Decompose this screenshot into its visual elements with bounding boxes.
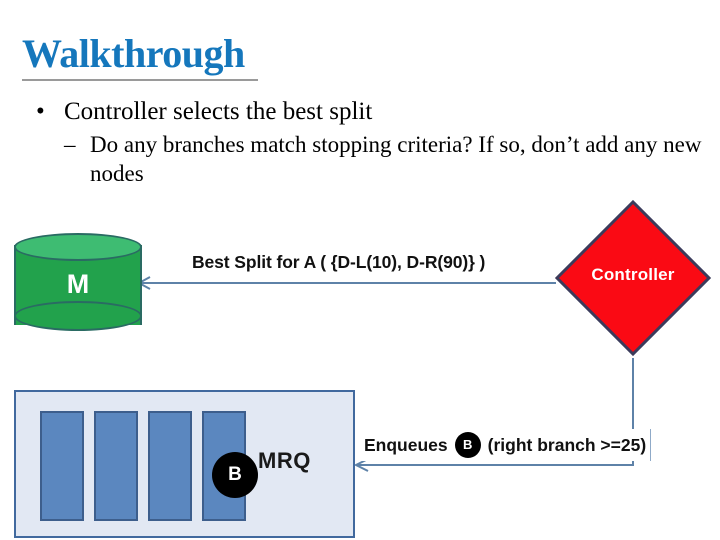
cylinder-bottom-ellipse — [14, 301, 142, 331]
edge-label-best-split: Best Split for A ( {D-L(10), D-R(90)} ) — [186, 250, 492, 275]
mrq-branch-token[interactable]: B — [212, 452, 258, 498]
bullet-marker-dot: • — [36, 98, 45, 125]
edge-controller-to-memory-arrow — [136, 276, 556, 290]
mrq-label: MRQ — [258, 448, 311, 473]
memory-cylinder[interactable]: M — [14, 233, 146, 338]
mrq-slot[interactable] — [94, 411, 138, 521]
title-underline-rule — [22, 79, 258, 81]
enqueue-label-suffix: (right branch >=25) — [487, 434, 647, 455]
bullet-item-level2: – Do any branches match stopping criteri… — [22, 130, 702, 188]
bullet-text-level2: Do any branches match stopping criteria?… — [90, 132, 702, 186]
controller-label: Controller — [591, 265, 675, 284]
controller-node[interactable]: Controller — [554, 199, 712, 357]
edge-controller-to-mrq-arrow — [353, 358, 634, 472]
bullet-item-level1: • Controller selects the best split — [22, 96, 702, 127]
mrq-queue-box[interactable]: B — [14, 390, 355, 538]
edge-label-enqueues: Enqueues B (right branch >=25) — [360, 429, 652, 461]
enqueue-label-prefix: Enqueues — [364, 434, 448, 455]
bullet-text-level1: Controller selects the best split — [64, 98, 373, 125]
bullet-list: • Controller selects the best split – Do… — [22, 96, 702, 188]
memory-label: M — [66, 269, 90, 299]
enqueue-branch-token: B — [454, 432, 481, 458]
mrq-slot[interactable] — [40, 411, 84, 521]
diamond-shape — [554, 199, 712, 357]
bullet-marker-dash: – — [64, 132, 76, 157]
page-title: Walkthrough — [22, 31, 245, 76]
mrq-slot[interactable] — [148, 411, 192, 521]
cylinder-top-ellipse — [14, 233, 142, 261]
